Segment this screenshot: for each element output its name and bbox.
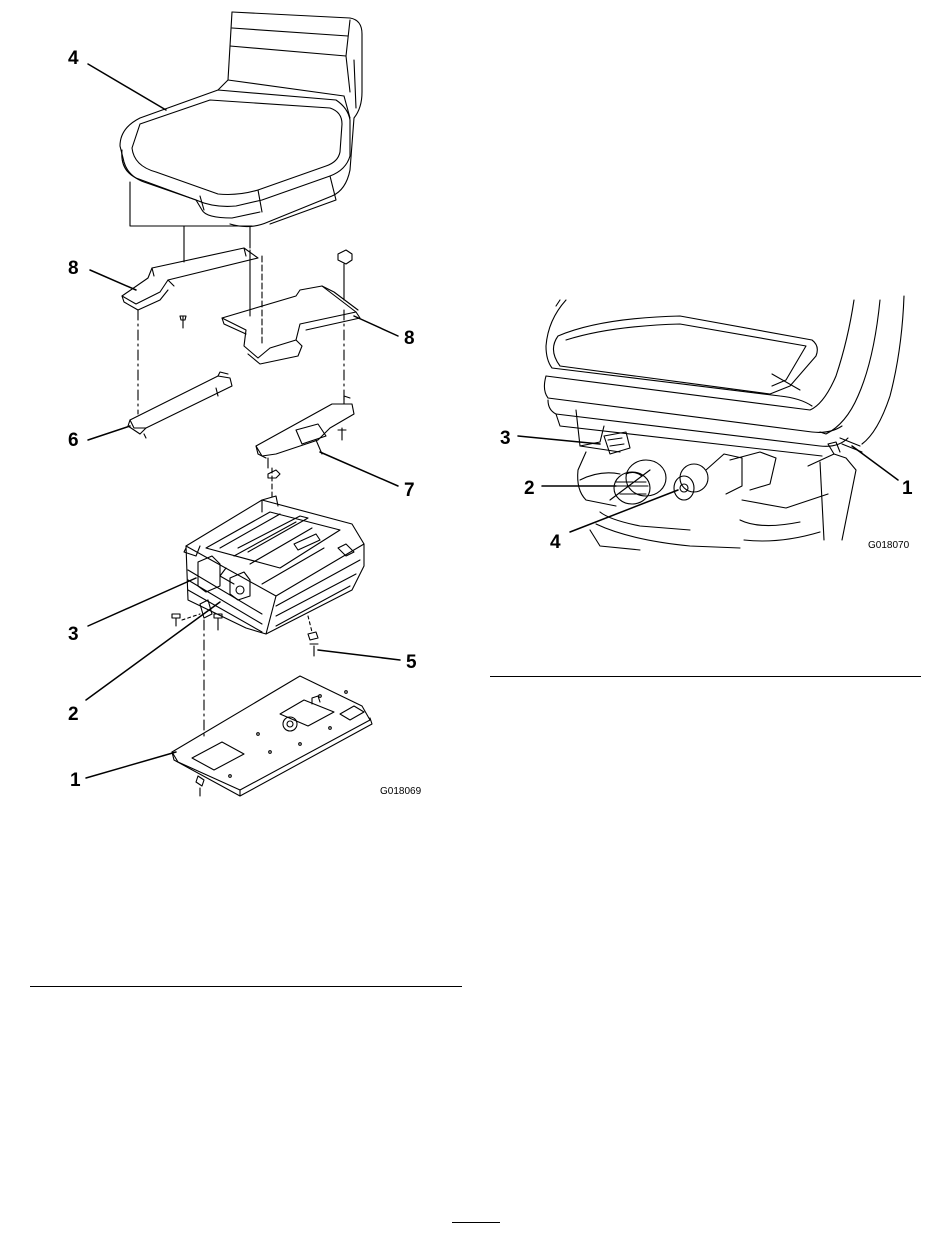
callout-5: 5 (406, 652, 417, 673)
callout-4: 4 (68, 48, 79, 69)
leader-3 (88, 578, 196, 626)
callout-r4: 4 (550, 532, 561, 553)
slide-rail-left (128, 372, 232, 438)
right-column-rule (490, 676, 921, 677)
callout-r1: 1 (902, 478, 913, 499)
seat-closeup (544, 296, 904, 550)
seat-cushion (120, 12, 362, 227)
figure-id-right: G018070 (868, 540, 910, 551)
callout-3: 3 (68, 624, 79, 645)
base-plate (172, 676, 372, 796)
callout-r3: 3 (500, 428, 511, 449)
leader-1 (86, 752, 176, 778)
leader-2 (86, 602, 220, 700)
left-column-rule (30, 986, 462, 987)
suspension-unit (184, 496, 364, 634)
leader-8b (354, 316, 398, 336)
leader-8a (90, 270, 136, 290)
leader-r4 (570, 490, 678, 532)
footer-rule (452, 1222, 500, 1223)
left-figure: 4 8 8 6 7 3 5 2 1 G018069 (68, 12, 422, 797)
left-bracket (122, 248, 258, 310)
callout-1: 1 (70, 770, 81, 791)
leader-4 (88, 64, 166, 110)
callout-2: 2 (68, 704, 79, 725)
callout-8a: 8 (68, 258, 79, 279)
callout-7: 7 (404, 480, 415, 501)
callout-8b: 8 (404, 328, 415, 349)
leader-r3 (518, 436, 600, 444)
slide-rail-right (256, 396, 354, 468)
right-bracket (222, 286, 360, 364)
callout-r2: 2 (524, 478, 535, 499)
callout-6: 6 (68, 430, 79, 451)
leader-5 (318, 650, 400, 660)
leader-r1 (852, 446, 898, 480)
right-figure: 3 2 4 1 G018070 (500, 296, 913, 553)
figure-id-left: G018069 (380, 786, 422, 797)
leader-7 (320, 452, 398, 486)
leader-6 (88, 426, 130, 440)
